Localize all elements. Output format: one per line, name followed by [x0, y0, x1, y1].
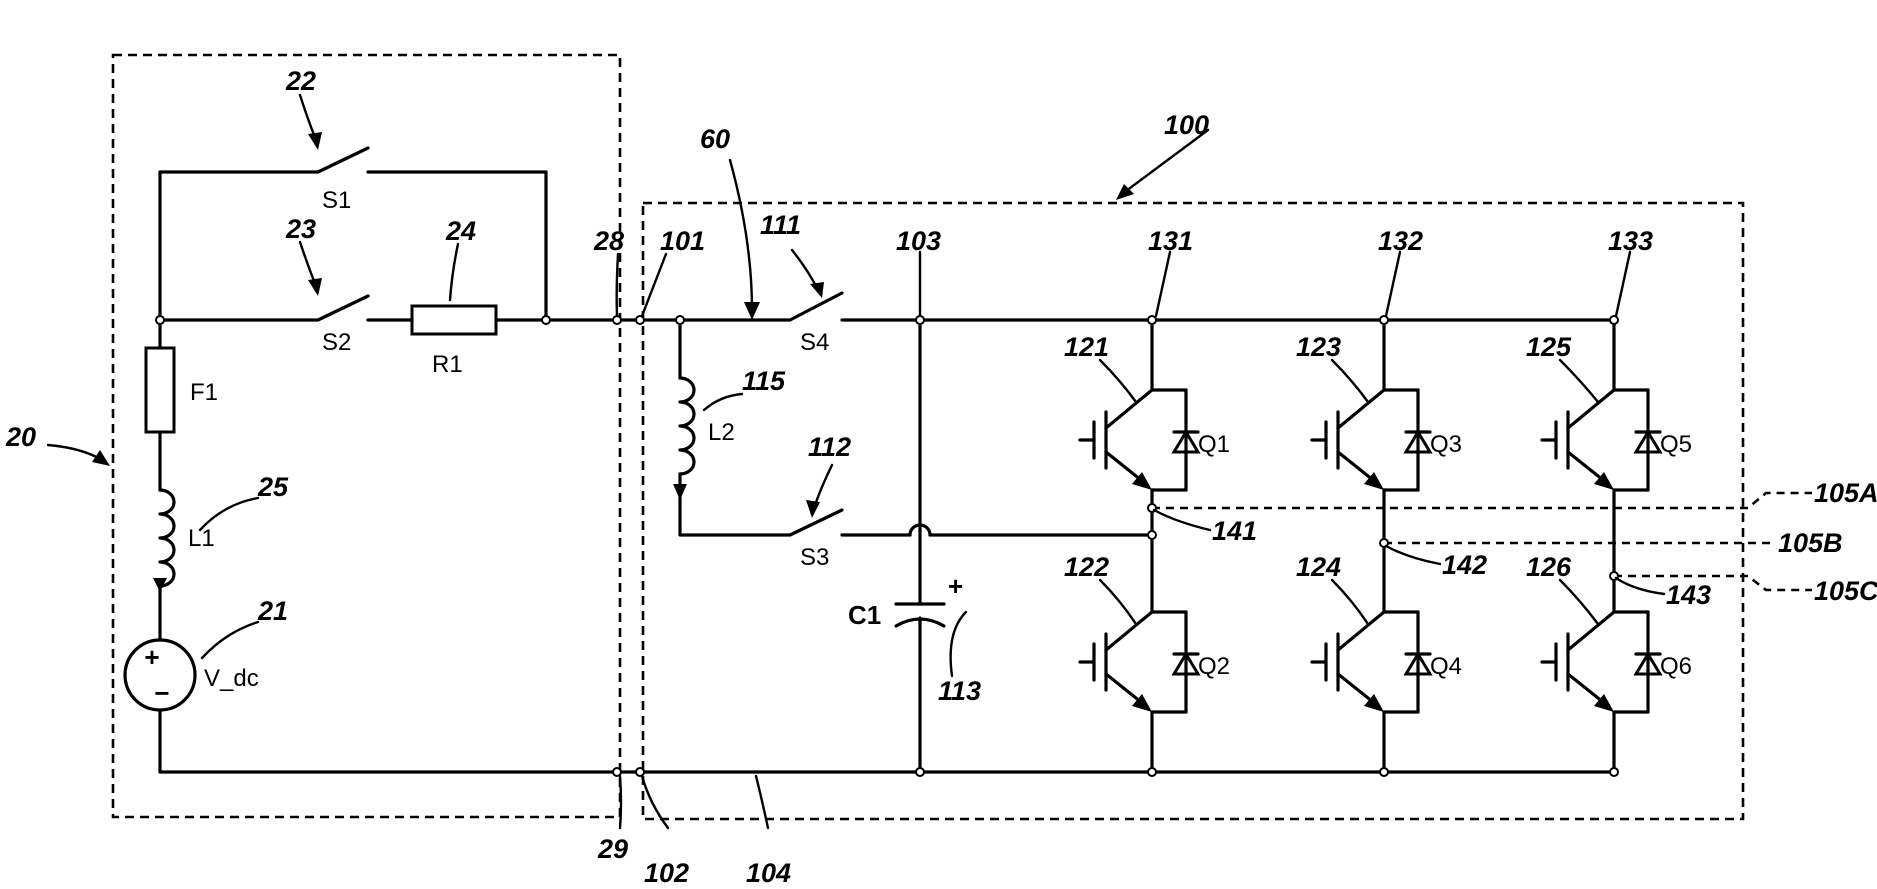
- ref-25: 25: [257, 472, 289, 502]
- ref-142: 142: [1442, 550, 1487, 580]
- output-105a: [1152, 493, 1812, 508]
- cap-plus: +: [948, 571, 963, 601]
- ref-121: 121: [1064, 332, 1109, 362]
- ref-29: 29: [597, 834, 628, 864]
- label-q4: Q4: [1430, 653, 1462, 680]
- ref-126: 126: [1526, 552, 1572, 582]
- igbt-q1: [1080, 390, 1198, 490]
- ref-103: 103: [896, 226, 941, 256]
- ref-23: 23: [285, 214, 316, 244]
- ref-122: 122: [1064, 552, 1109, 582]
- ref-133: 133: [1608, 226, 1653, 256]
- precharge-block: + − S1 S2 R1 F1 L1 V_dc: [125, 148, 640, 776]
- label-s4: S4: [800, 329, 829, 356]
- ref-105a: 105A: [1814, 478, 1877, 508]
- igbt-q5: [1542, 390, 1660, 490]
- label-q6: Q6: [1660, 653, 1692, 680]
- reference-numerals: 22 23 24 25 21 20 28 101 60 100 111 103 …: [5, 66, 1877, 888]
- ref-113: 113: [938, 676, 981, 706]
- label-q3: Q3: [1430, 431, 1462, 458]
- ref-60: 60: [700, 124, 730, 154]
- source-minus: −: [154, 678, 169, 708]
- leader-lines: [48, 95, 1664, 828]
- label-c1: C1: [848, 600, 881, 630]
- ref-112: 112: [808, 432, 851, 462]
- label-f1: F1: [190, 379, 218, 406]
- label-r1: R1: [432, 351, 463, 378]
- ref-141: 141: [1212, 516, 1257, 546]
- source-plus: +: [144, 642, 159, 672]
- ref-123: 123: [1296, 332, 1341, 362]
- label-q2: Q2: [1198, 653, 1230, 680]
- label-q5: Q5: [1660, 431, 1692, 458]
- box-20: [113, 55, 620, 817]
- label-s1: S1: [322, 187, 351, 214]
- label-s3: S3: [800, 544, 829, 571]
- ref-100: 100: [1164, 110, 1209, 140]
- ref-143: 143: [1666, 580, 1711, 610]
- ref-22: 22: [285, 66, 316, 96]
- ref-131: 131: [1148, 226, 1193, 256]
- ref-111: 111: [760, 210, 801, 240]
- inductor-l2: [680, 378, 694, 474]
- ref-104: 104: [746, 858, 791, 888]
- resistor-r1: [412, 306, 496, 334]
- igbt-q6: [1542, 612, 1660, 712]
- ref-105c: 105C: [1814, 576, 1877, 606]
- label-vdc: V_dc: [204, 665, 259, 692]
- fuse-f1: [146, 348, 174, 432]
- ref-132: 132: [1378, 226, 1423, 256]
- ref-124: 124: [1296, 552, 1341, 582]
- label-q1: Q1: [1198, 431, 1230, 458]
- ref-20: 20: [5, 422, 36, 452]
- output-105c: [1614, 576, 1812, 590]
- ref-115: 115: [742, 366, 786, 396]
- ref-101: 101: [660, 226, 705, 256]
- ref-28: 28: [593, 226, 624, 256]
- ref-21: 21: [257, 596, 288, 626]
- box-100: [643, 203, 1743, 819]
- igbt-q3: [1312, 390, 1430, 490]
- inductor-l1: [160, 490, 174, 586]
- igbt-q4: [1312, 612, 1430, 712]
- igbt-q2: [1080, 612, 1198, 712]
- label-s2: S2: [322, 329, 351, 356]
- ref-24: 24: [445, 216, 476, 246]
- ref-105b: 105B: [1778, 528, 1843, 558]
- ref-125: 125: [1526, 332, 1572, 362]
- label-l2: L2: [708, 419, 735, 446]
- ref-102: 102: [644, 858, 689, 888]
